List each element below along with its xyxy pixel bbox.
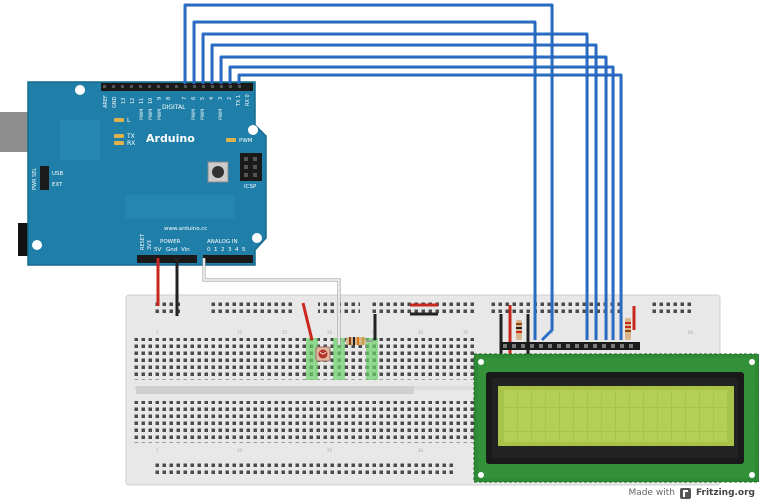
pin-label-2: 2 <box>227 97 233 100</box>
wire-d4 <box>210 43 598 340</box>
breadboard-center-channel <box>136 386 414 394</box>
wire-d7 <box>183 3 554 342</box>
pin-label-13: 13 <box>121 98 127 104</box>
pin-label-7: 7 <box>182 97 188 100</box>
svg-text:60: 60 <box>688 330 694 335</box>
svg-text:30: 30 <box>418 448 424 453</box>
led-tx <box>114 134 124 138</box>
pin-label-6: 6 <box>191 97 197 100</box>
usb-connector <box>0 112 30 152</box>
pin-label-3: 3 <box>218 97 224 100</box>
analog-pin-3-label: 3 <box>228 247 232 253</box>
usb-label: USB <box>52 171 64 177</box>
digital-label: DIGITAL <box>162 104 186 111</box>
power-header <box>137 255 197 263</box>
pwr-sel-label: PWR SEL <box>32 168 38 190</box>
svg-text:10: 10 <box>237 448 243 453</box>
wire-d3 <box>219 55 608 340</box>
power-label: POWER <box>160 239 181 245</box>
pwm-marker-10: PWM <box>148 109 154 120</box>
led-pwm <box>226 138 236 142</box>
svg-text:20: 20 <box>327 448 333 453</box>
svg-text:10: 10 <box>237 330 243 335</box>
arduino-board: AREF GND 13 12 11 10 9 8 7 6 5 4 3 2 TX … <box>0 81 267 266</box>
fritzing-logo-icon <box>679 487 691 499</box>
photoresistor <box>315 346 331 362</box>
reset-pin-label: RESET <box>140 233 146 250</box>
pwm-marker-11: PWM <box>139 109 145 120</box>
led-rx <box>114 141 124 145</box>
analog-pin-0-label: 0 <box>207 247 211 253</box>
led-tx-label: TX <box>126 133 135 140</box>
arduino-logo-text: Arduino <box>146 132 195 145</box>
led-l <box>114 118 124 122</box>
3v3-pin-label: 3V3 <box>147 240 153 250</box>
led-l-label: L <box>127 117 131 124</box>
resistor-backlight <box>625 318 631 340</box>
lcd-data-wires <box>183 3 623 342</box>
svg-text:35: 35 <box>463 330 469 335</box>
5v-pin-label: 5V <box>154 247 161 253</box>
pin-label-rx: RX 0 <box>245 94 251 106</box>
wire-rs <box>237 73 623 340</box>
pin-label-aref: AREF <box>103 95 109 108</box>
analog-pin-4-label: 4 <box>235 247 239 253</box>
led-rx-label: RX <box>127 140 135 147</box>
pin-label-9: 9 <box>157 97 163 100</box>
analog-in-label: ANALOG IN <box>207 239 238 245</box>
reset-button[interactable] <box>212 166 224 178</box>
pwm-led-label: PWM <box>239 138 253 144</box>
pin-label-tx: TX 1 <box>236 95 242 107</box>
svg-text:1: 1 <box>156 330 159 335</box>
made-with-text: Made with <box>628 488 675 498</box>
fritzing-brand-link[interactable]: Fritzing.org <box>695 488 755 498</box>
microcontroller-chip <box>125 195 235 219</box>
arduino-website: www.arduino.cc <box>164 226 207 232</box>
breadboard-bottom-terminals <box>134 401 474 443</box>
pin-label-8: 8 <box>166 97 172 100</box>
wire-ldr-power <box>301 302 314 341</box>
icsp-header <box>240 153 262 181</box>
analog-pin-5-label: 5 <box>242 247 246 253</box>
pin-label-gnd: GND <box>112 96 118 108</box>
fritzing-footer: Made with Fritzing.org <box>628 485 755 501</box>
resistor-10k <box>343 337 373 345</box>
breadboard-top-terminals <box>134 338 474 380</box>
pwm-marker-9: PWM <box>157 109 163 120</box>
breadboard-top-rail <box>153 301 692 315</box>
pin-label-11: 11 <box>139 98 145 104</box>
pin-label-5: 5 <box>200 97 206 100</box>
resistor-contrast <box>516 320 522 340</box>
ext-label: EXT <box>52 182 63 188</box>
svg-text:30: 30 <box>418 330 424 335</box>
breadboard-bottom-rail <box>153 462 453 474</box>
analog-header <box>203 255 253 263</box>
pin-label-4: 4 <box>209 97 215 100</box>
lcd-module <box>473 342 759 483</box>
pin-label-10: 10 <box>148 98 154 104</box>
analog-pin-2-label: 2 <box>221 247 225 253</box>
gnd-pin-label: Gnd <box>166 247 177 253</box>
icsp-label: ICSP <box>244 184 257 190</box>
svg-text:20: 20 <box>327 330 333 335</box>
wire-d5 <box>201 32 589 340</box>
pwm-marker-3: PWM <box>218 109 224 120</box>
pwm-marker-6: PWM <box>191 109 197 120</box>
svg-text:15: 15 <box>282 330 288 335</box>
pin-label-12: 12 <box>130 98 136 104</box>
pwr-sel-jumper[interactable] <box>40 166 49 190</box>
vin-pin-label: Vin <box>181 247 190 253</box>
wire-d2 <box>228 65 615 340</box>
wire-d6 <box>192 20 537 340</box>
svg-text:1: 1 <box>156 448 159 453</box>
analog-pin-1-label: 1 <box>214 247 218 253</box>
pwm-marker-5: PWM <box>200 109 206 120</box>
